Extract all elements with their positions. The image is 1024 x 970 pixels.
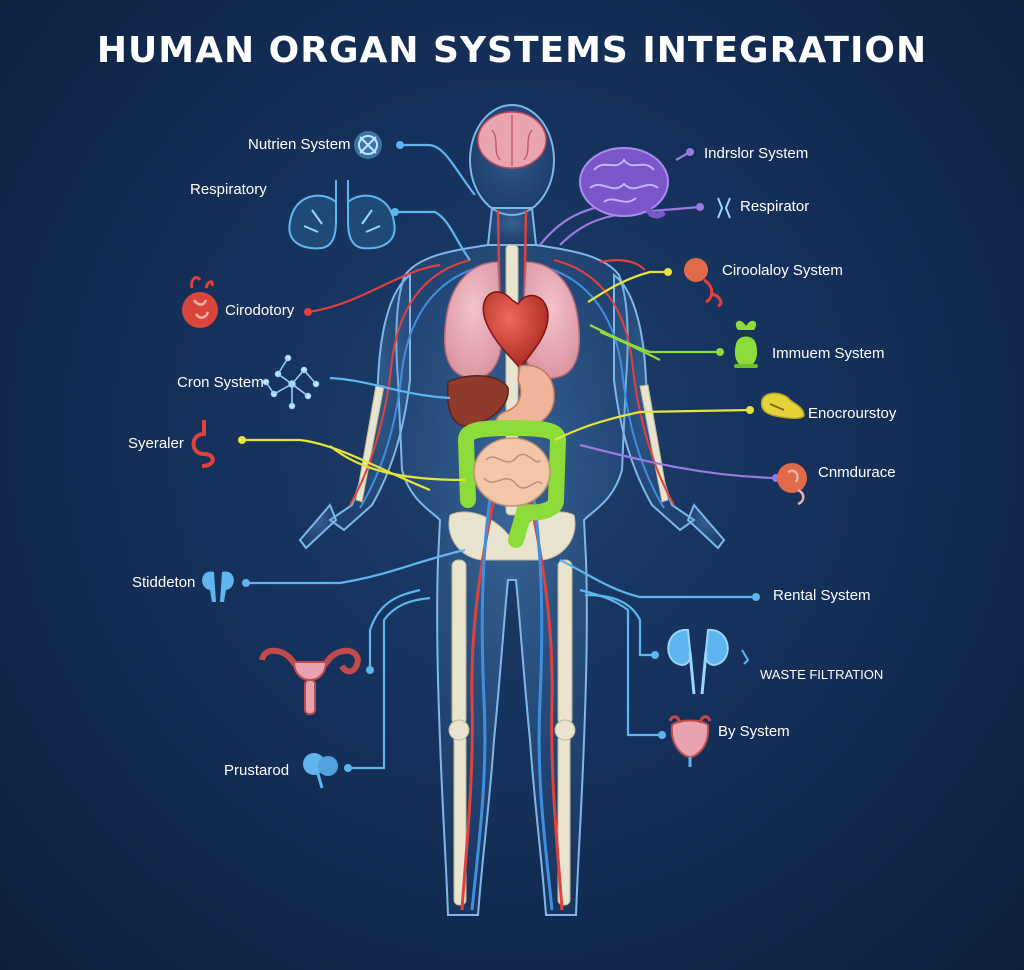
connector-lines (242, 143, 777, 770)
thymus-icon (734, 320, 758, 368)
vein-right-leg (524, 449, 554, 911)
right-hand (686, 503, 726, 550)
connector-enocrourstoy (554, 408, 751, 441)
liver (446, 375, 509, 427)
connector-ciroolaloy-red (599, 259, 646, 271)
left-femur (451, 559, 467, 726)
left-lung (443, 261, 503, 379)
right-femur (557, 559, 573, 726)
cell-icon (354, 131, 382, 159)
vein-right-arm (547, 267, 665, 509)
bladder-icon (668, 715, 712, 767)
connector-rental (559, 559, 756, 599)
connector-cron (329, 376, 451, 400)
large-intestine (457, 419, 567, 548)
connector-nutrien (400, 143, 476, 196)
neuron-network-icon (262, 354, 320, 410)
uterus-icon (259, 647, 362, 715)
left-hand (298, 503, 338, 550)
kidney-pair-icon (202, 571, 234, 602)
right-forearm-bones (639, 384, 669, 503)
neck (486, 207, 538, 246)
label-syeraler: Syeraler (128, 435, 184, 452)
label-waste-filtration: WASTE FILTRATION (760, 667, 884, 682)
pancreas-icon (760, 392, 805, 420)
connector-syeraler (242, 438, 431, 492)
airway-icon (717, 197, 731, 219)
label-cnmdurace: Cnmdurace (818, 464, 896, 481)
gland-icon (303, 753, 338, 789)
artery-left-leg (460, 449, 506, 911)
connector-by (579, 588, 662, 737)
organ-icon (777, 463, 807, 506)
connector-immuem-2 (599, 330, 661, 361)
label-cron-system: Cron System (177, 374, 264, 391)
small-intestine (473, 437, 551, 507)
brain-in-head (477, 111, 547, 169)
artery-left-arm (349, 259, 471, 506)
stomach-icon (191, 420, 215, 468)
connector-dots (238, 141, 780, 772)
vessel-icon (684, 258, 723, 308)
vein-left-arm (359, 267, 477, 509)
label-by-system: By System (718, 723, 790, 740)
organs (443, 261, 581, 548)
label-indrslor-system: Indrslor System (704, 145, 809, 162)
connector-indrslor (539, 203, 609, 246)
label-nutrien-system: Nutrien System (248, 136, 351, 153)
connector-waste (584, 593, 655, 657)
brain-icon (579, 147, 669, 219)
label-immuem-system: Immuem System (772, 345, 885, 362)
kidneys-icon (667, 628, 750, 695)
connector-cirodotory (307, 263, 441, 314)
lungs-icon (288, 180, 396, 250)
label-cirodotory: Cirodotory (225, 302, 295, 319)
artery-right-arm (553, 259, 675, 506)
label-respiratory: Respiratory (190, 181, 267, 198)
pelvis (448, 511, 576, 561)
label-prustarod: Prustarod (224, 762, 290, 779)
blood-vessels (349, 209, 675, 911)
connector-uterus (368, 588, 421, 670)
page-title: HUMAN ORGAN SYSTEMS INTEGRATION (96, 30, 928, 71)
vein-left-leg (470, 449, 500, 911)
connector-prustarod (348, 596, 431, 770)
heart-icon (182, 276, 218, 328)
label-rental-system: Rental System (773, 587, 871, 604)
label-ciroolaloy-system: Ciroolaloy System (722, 262, 843, 279)
connector-ciroolaloy (587, 270, 668, 303)
connector-respiratory (395, 210, 471, 261)
label-respirator: Respirator (740, 198, 810, 215)
connector-cnmdurace (579, 443, 777, 480)
label-enocrourstoy: Enocrourstoy (808, 405, 897, 422)
label-stiddeton: Stiddeton (132, 574, 196, 591)
connector-syeraler-2 (329, 445, 466, 482)
connector-stiddeton (246, 548, 466, 585)
